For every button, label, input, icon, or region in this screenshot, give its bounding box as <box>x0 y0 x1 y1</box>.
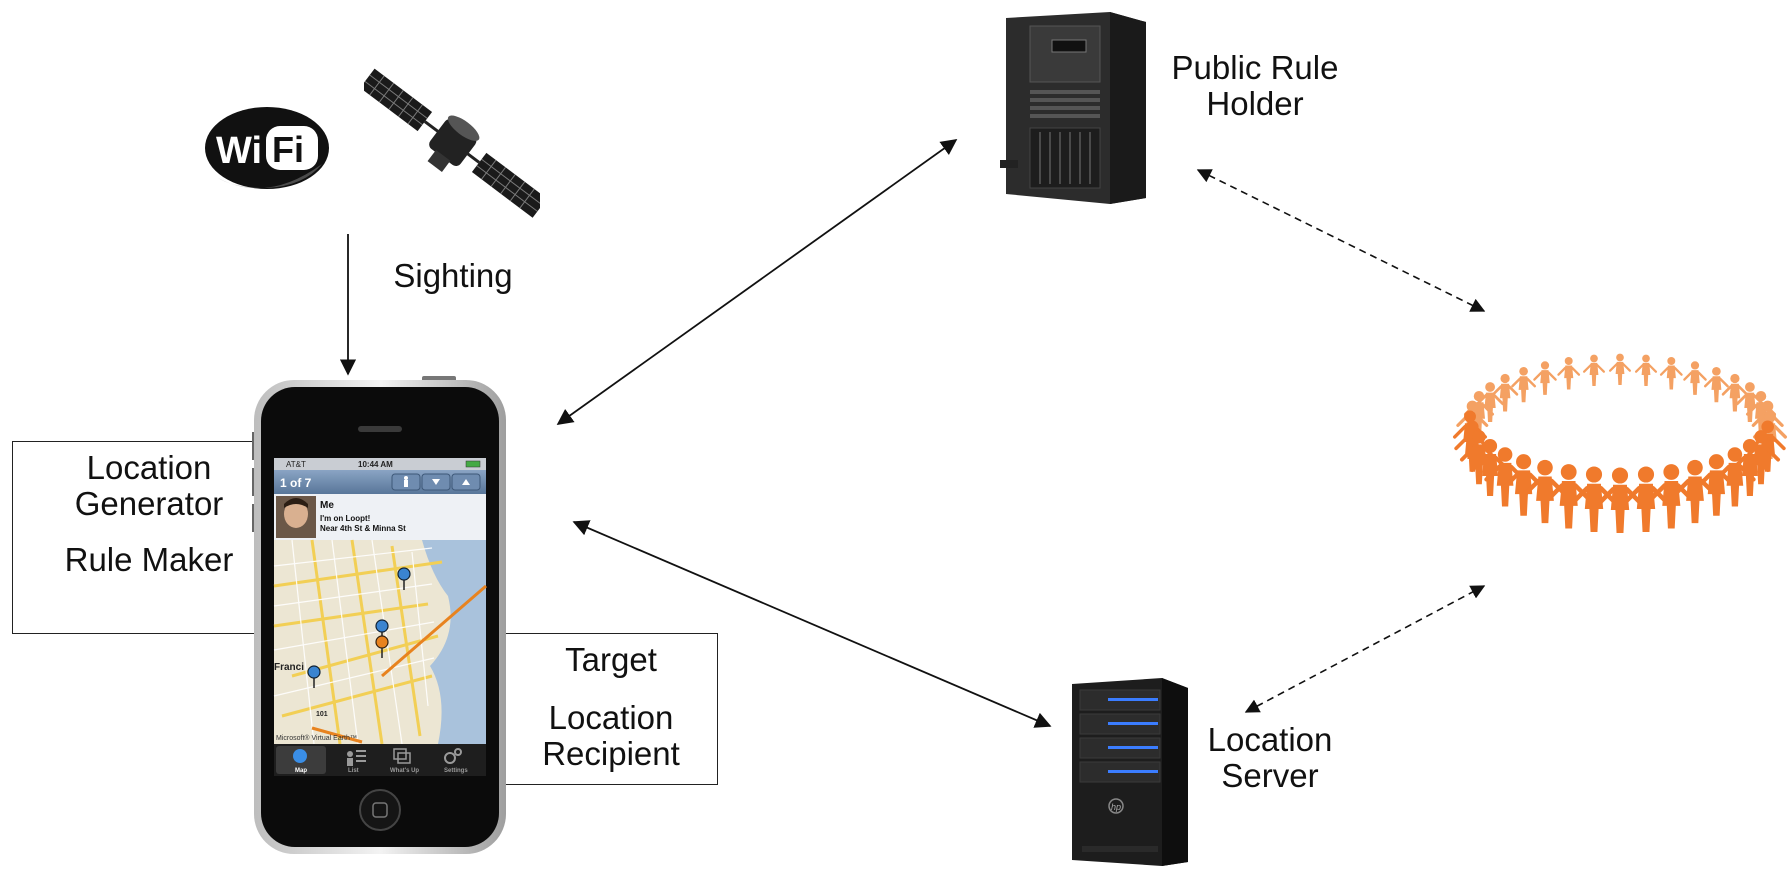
phone-location-server-arrow <box>572 520 1052 728</box>
location-server-icon: hp <box>1072 678 1188 866</box>
tab-map[interactable]: Map <box>295 768 307 774</box>
location-generator-line-1: Location <box>86 449 212 486</box>
phone-map-pin-blue-3[interactable] <box>307 665 321 688</box>
people-circle-icon <box>1452 353 1788 533</box>
phone-user-location: Near 4th St & Minna St <box>320 524 406 533</box>
phone-time-text: 10:44 AM <box>358 460 393 469</box>
public-rule-holder-line-1: Public Rule <box>1171 49 1339 86</box>
location-generator-line-2: Generator <box>74 485 224 522</box>
phone-user-status: I'm on Loopt! <box>320 514 370 523</box>
sighting-label: Sighting <box>393 257 513 294</box>
public-rule-holder-line-2: Holder <box>1206 85 1304 122</box>
phone-map-credit: Microsoft® Virtual Earth™ <box>276 734 357 742</box>
location-recipient-line-2: Recipient <box>542 735 680 772</box>
phone-rule-holder-arrow <box>556 139 958 425</box>
phone-map-route: 101 <box>316 711 328 718</box>
location-recipient-box <box>490 633 718 785</box>
phone-map-city: Franci <box>274 662 304 673</box>
phone-map-pin-orange[interactable] <box>375 635 389 658</box>
wifi-logo-icon: Wi Fi <box>205 107 329 189</box>
location-server-line-2: Server <box>1221 757 1319 794</box>
phone-map-pin-blue-1[interactable] <box>397 567 411 590</box>
location-server-group-arrow <box>1244 585 1486 713</box>
rule-maker-label: Rule Maker <box>64 541 234 578</box>
location-generator-box <box>12 441 268 634</box>
rule-holder-group-arrow <box>1196 169 1486 312</box>
location-recipient-label: Location Recipient <box>516 700 706 772</box>
iphone-device: AT&T 10:44 AM 1 of 7 Me I'm on Loopt! Ne… <box>252 376 506 854</box>
wifi-fi-text: Fi <box>272 129 304 170</box>
public-rule-holder-label: Public Rule Holder <box>1150 50 1360 122</box>
tab-settings[interactable]: Settings <box>444 768 468 774</box>
whats-up-tab-icon <box>393 748 411 764</box>
list-tab-icon <box>347 750 366 766</box>
target-label: Target <box>565 641 657 678</box>
phone-user-name: Me <box>320 500 334 511</box>
phone-carrier-text: AT&T <box>286 460 306 469</box>
satellite-icon <box>364 68 540 218</box>
wifi-wi-text: Wi <box>216 130 262 172</box>
phone-home-button[interactable] <box>359 789 401 831</box>
tab-whats-up[interactable]: What's Up <box>390 768 419 774</box>
location-recipient-line-1: Location <box>548 699 674 736</box>
phone-map[interactable]: Franci 101 Microsoft® Virtual Earth™ <box>273 539 487 745</box>
tab-list[interactable]: List <box>348 768 359 774</box>
svg-text:hp: hp <box>1111 802 1121 812</box>
location-generator-label: Location Generator <box>44 450 254 522</box>
public-rule-holder-server-icon <box>1000 12 1146 204</box>
phone-pager-text: 1 of 7 <box>280 476 312 490</box>
settings-tab-icon <box>444 748 462 764</box>
location-server-label: Location Server <box>1190 722 1350 794</box>
map-tab-icon <box>293 749 307 763</box>
location-server-line-1: Location <box>1207 721 1333 758</box>
